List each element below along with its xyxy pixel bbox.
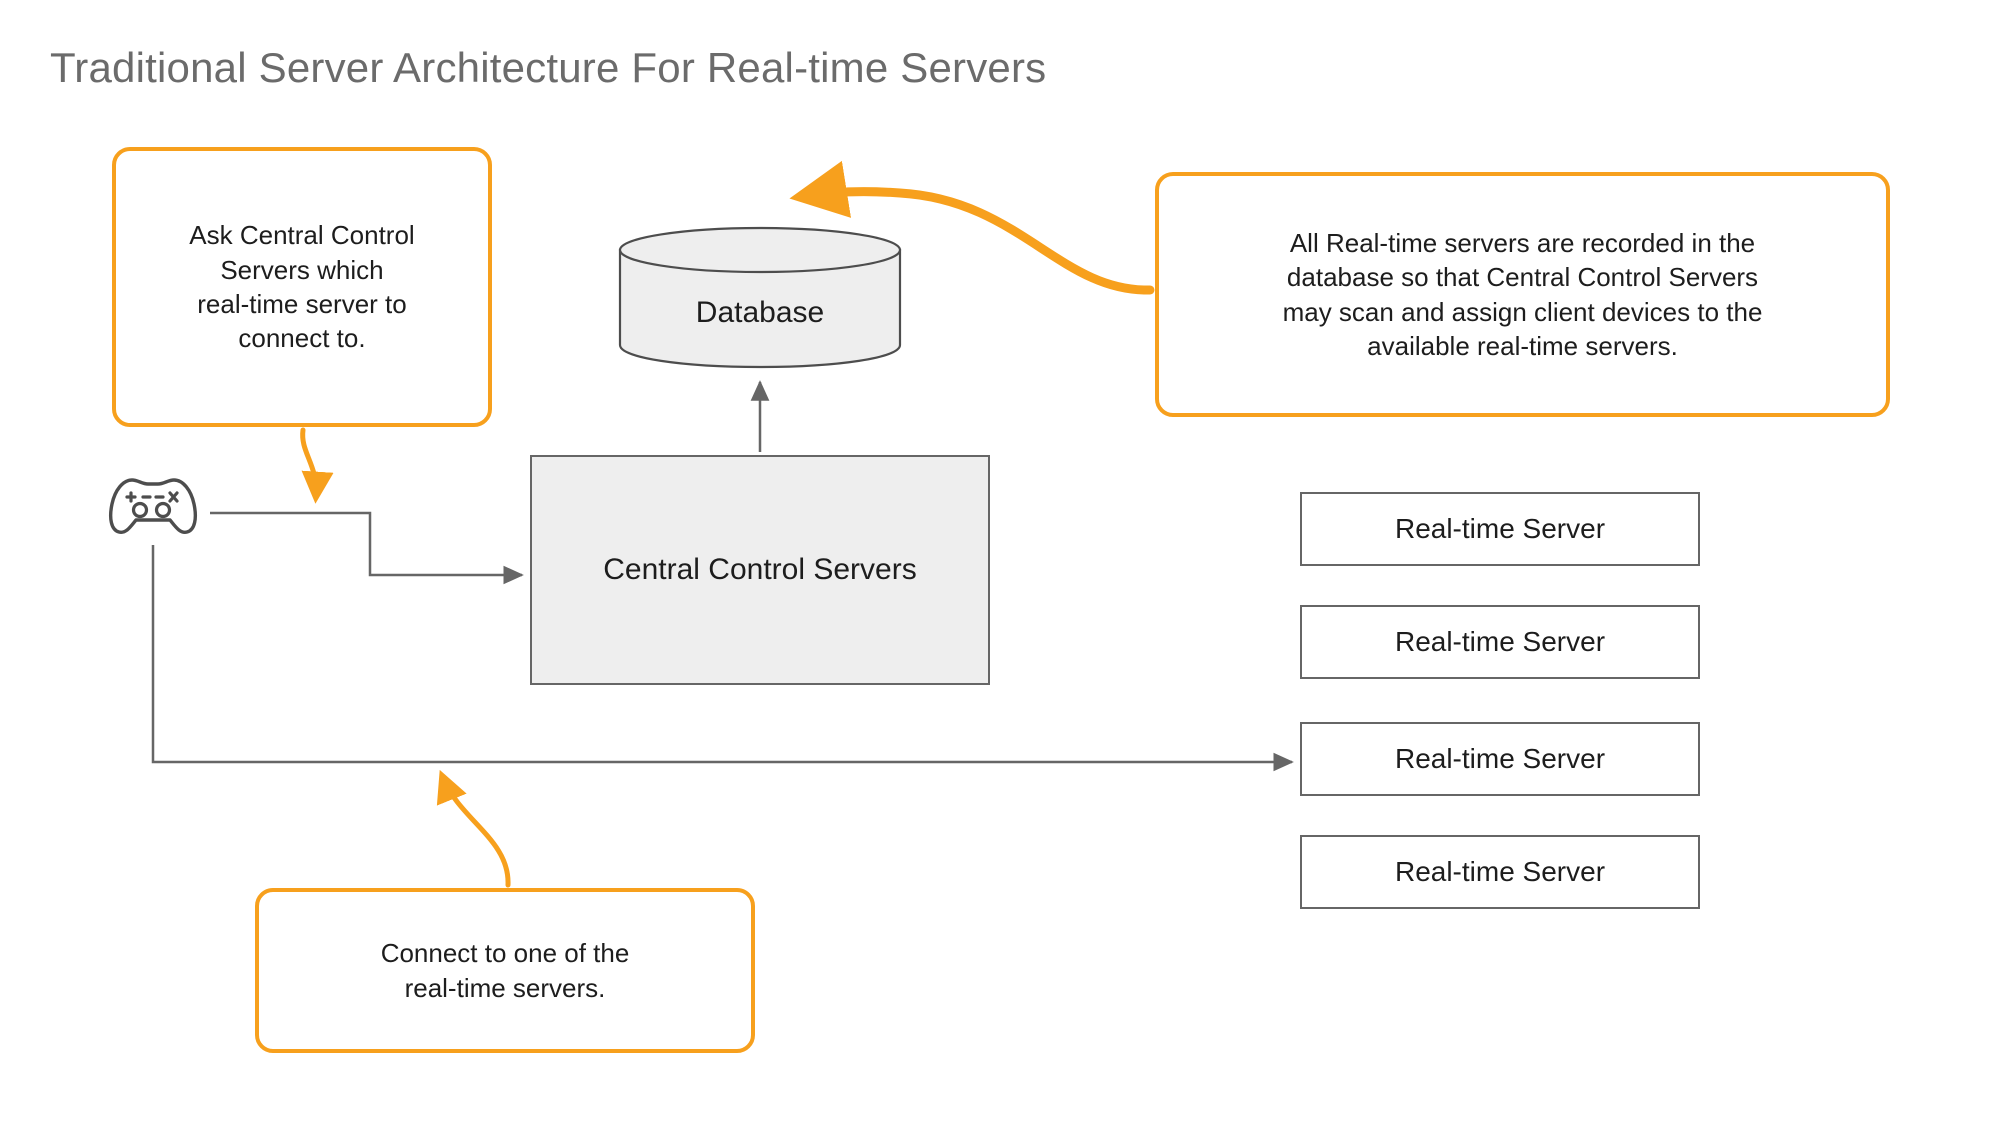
- database-node[interactable]: Database: [618, 225, 902, 370]
- connector-connect-callout: [436, 769, 511, 888]
- database-label: Database: [695, 295, 825, 329]
- realtime-server-node[interactable]: Real-time Server: [1300, 605, 1700, 679]
- callout-connect-text: Connect to one of the real-time servers.: [380, 938, 630, 1003]
- realtime-server-node[interactable]: Real-time Server: [1300, 722, 1700, 796]
- connector-ask-callout: [300, 427, 334, 504]
- callout-database-note[interactable]: All Real-time servers are recorded in th…: [1155, 172, 1890, 417]
- callout-database-note-text: All Real-time servers are recorded in th…: [1282, 227, 1763, 361]
- game-controller-icon: [103, 470, 203, 540]
- realtime-server-node[interactable]: Real-time Server: [1300, 492, 1700, 566]
- realtime-server-node[interactable]: Real-time Server: [1300, 835, 1700, 909]
- page-title: Traditional Server Architecture For Real…: [50, 44, 1047, 91]
- central-control-servers-node[interactable]: Central Control Servers: [530, 455, 990, 685]
- callout-ask-text: Ask Central Control Servers which real-t…: [189, 220, 415, 354]
- callout-ask-central-control[interactable]: Ask Central Control Servers which real-t…: [112, 147, 492, 427]
- callout-connect-realtime[interactable]: Connect to one of the real-time servers.: [255, 888, 755, 1053]
- connector-client-to-central-control: [210, 511, 524, 585]
